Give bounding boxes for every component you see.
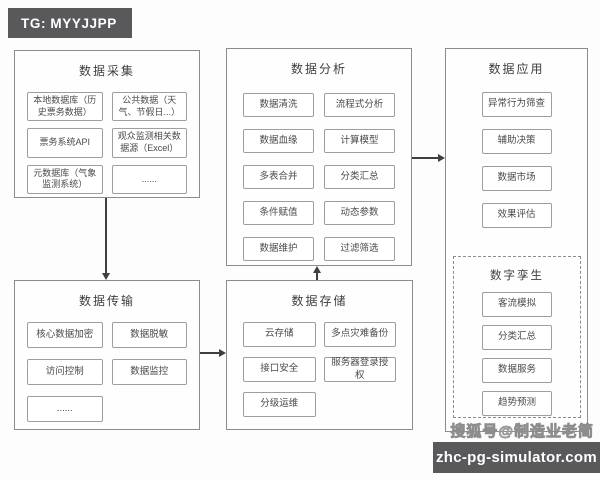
arrow-collection-to-transmission-head	[102, 273, 110, 280]
item-multi-site-disaster-backup: 多点灾难备份	[323, 322, 396, 347]
item-ellipsis: ......	[27, 396, 103, 422]
section-title-analysis: 数据分析	[290, 62, 347, 76]
section-data-collection: 数据采集 本地数据库（历史票务数据） 公共数据（天气、节假日...） 票务系统A…	[14, 50, 200, 198]
item-metadata-db: 元数据库（气象监测系统）	[27, 164, 103, 195]
item-dynamic-params: 动态参数	[324, 201, 395, 225]
section-data-storage: 数据存储 云存储 多点灾难备份 接口安全 服务器登录授权 分级运维	[226, 280, 413, 430]
item-interface-security: 接口安全	[243, 357, 316, 382]
item-data-masking: 数据脱敏	[111, 322, 187, 348]
telegram-badge: TG: MYYJJPP	[8, 8, 132, 38]
section-data-transmission: 数据传输 核心数据加密 数据脱敏 访问控制 数据监控 ......	[14, 280, 200, 430]
item-tiered-operations: 分级运维	[243, 392, 316, 417]
section-data-application: 数据应用 异常行为筛查 辅助决策 数据市场 效果评估 数字孪生 客流模拟 分类汇…	[445, 48, 588, 432]
item-ticket-system-api: 票务系统API	[27, 128, 103, 158]
digital-twin-items-column: 客流模拟 分类汇总 数据服务 趋势预测	[454, 292, 580, 416]
item-public-data: 公共数据（天气、节假日...）	[111, 92, 187, 122]
sohu-watermark: 搜狐号@制造业老简	[450, 423, 594, 441]
arrow-collection-to-transmission-line	[105, 198, 107, 276]
section-data-analysis: 数据分析 数据清洗 流程式分析 数据血缘 计算模型 多表合并 分类汇总 条件赋值…	[226, 48, 412, 266]
item-trend-prediction: 趋势预测	[482, 391, 552, 416]
item-process-analysis: 流程式分析	[324, 93, 395, 117]
item-data-cleaning: 数据清洗	[243, 93, 314, 117]
section-title-transmission: 数据传输	[78, 294, 135, 308]
arrow-transmission-to-storage-line	[200, 352, 220, 354]
item-category-summary: 分类汇总	[482, 325, 552, 350]
arrow-analysis-to-application-head	[438, 154, 445, 162]
item-data-monitoring: 数据监控	[111, 359, 187, 385]
item-access-control: 访问控制	[27, 359, 103, 385]
item-cloud-storage: 云存储	[243, 322, 316, 347]
arrow-analysis-to-application-line	[412, 157, 439, 159]
arrow-transmission-to-storage-head	[219, 349, 226, 357]
collection-items-grid: 本地数据库（历史票务数据） 公共数据（天气、节假日...） 票务系统API 观众…	[15, 79, 199, 195]
item-data-lineage: 数据血缘	[243, 129, 314, 153]
analysis-items-grid: 数据清洗 流程式分析 数据血缘 计算模型 多表合并 分类汇总 条件赋值 动态参数…	[227, 77, 411, 261]
item-ellipsis: ......	[111, 164, 187, 195]
item-effect-evaluation: 效果评估	[481, 203, 552, 228]
item-data-service: 数据服务	[482, 358, 552, 383]
section-digital-twin: 数字孪生 客流模拟 分类汇总 数据服务 趋势预测	[453, 256, 581, 418]
item-data-maintenance: 数据维护	[243, 237, 314, 261]
item-filter-screening: 过滤筛选	[324, 237, 395, 261]
item-conditional-assignment: 条件赋值	[243, 201, 314, 225]
section-title-application: 数据应用	[488, 62, 545, 76]
section-title-storage: 数据存储	[291, 294, 348, 308]
item-server-login-auth: 服务器登录授权	[323, 357, 396, 382]
transmission-items-grid: 核心数据加密 数据脱敏 访问控制 数据监控 ......	[15, 309, 199, 422]
item-category-summary: 分类汇总	[324, 165, 395, 189]
item-passenger-flow-simulation: 客流模拟	[482, 292, 552, 317]
item-compute-model: 计算模型	[324, 129, 395, 153]
item-abnormal-behavior-screening: 异常行为筛查	[481, 92, 552, 117]
site-watermark-badge: zhc-pg-simulator.com	[433, 442, 600, 473]
storage-items-grid: 云存储 多点灾难备份 接口安全 服务器登录授权 分级运维	[227, 309, 412, 417]
arrow-storage-to-analysis-line	[316, 268, 318, 280]
item-audience-monitor-source: 观众监测相关数据源（Excel）	[111, 128, 187, 158]
arrow-storage-to-analysis-head	[313, 266, 321, 273]
item-assisted-decision: 辅助决策	[481, 129, 552, 154]
section-title-digital-twin: 数字孪生	[490, 270, 544, 282]
item-data-market: 数据市场	[481, 166, 552, 191]
section-title-collection: 数据采集	[78, 64, 135, 78]
item-local-db: 本地数据库（历史票务数据）	[27, 92, 103, 122]
item-core-data-encryption: 核心数据加密	[27, 322, 103, 348]
item-multi-table-merge: 多表合并	[243, 165, 314, 189]
application-items-column: 异常行为筛查 辅助决策 数据市场 效果评估	[446, 92, 587, 228]
